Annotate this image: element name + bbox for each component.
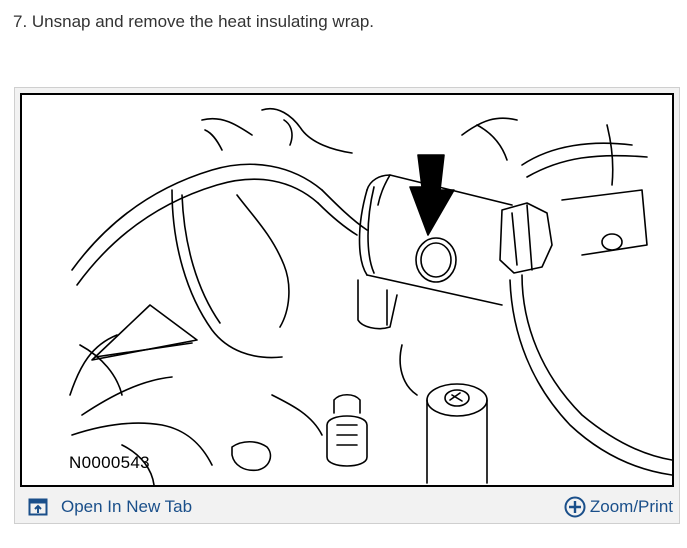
zoom-plus-icon xyxy=(564,496,586,518)
diagram-image[interactable]: N0000543 xyxy=(20,93,674,487)
engine-line-drawing xyxy=(69,108,672,485)
zoom-print-label: Zoom/Print xyxy=(589,497,673,516)
open-in-new-tab-link[interactable]: Open In New Tab xyxy=(28,496,192,518)
open-in-new-tab-label: Open In New Tab xyxy=(61,497,193,516)
zoom-print-link[interactable]: Zoom/Print xyxy=(564,495,673,519)
figure-toolbar: Open In New Tab Zoom/Print xyxy=(15,490,679,523)
step-instruction: 7. Unsnap and remove the heat insulating… xyxy=(13,12,375,31)
open-new-tab-icon xyxy=(28,498,48,516)
figure-container: N0000543 Open In New Tab Zoom/Print xyxy=(14,87,680,524)
diagram-id-label: N0000543 xyxy=(69,453,150,472)
